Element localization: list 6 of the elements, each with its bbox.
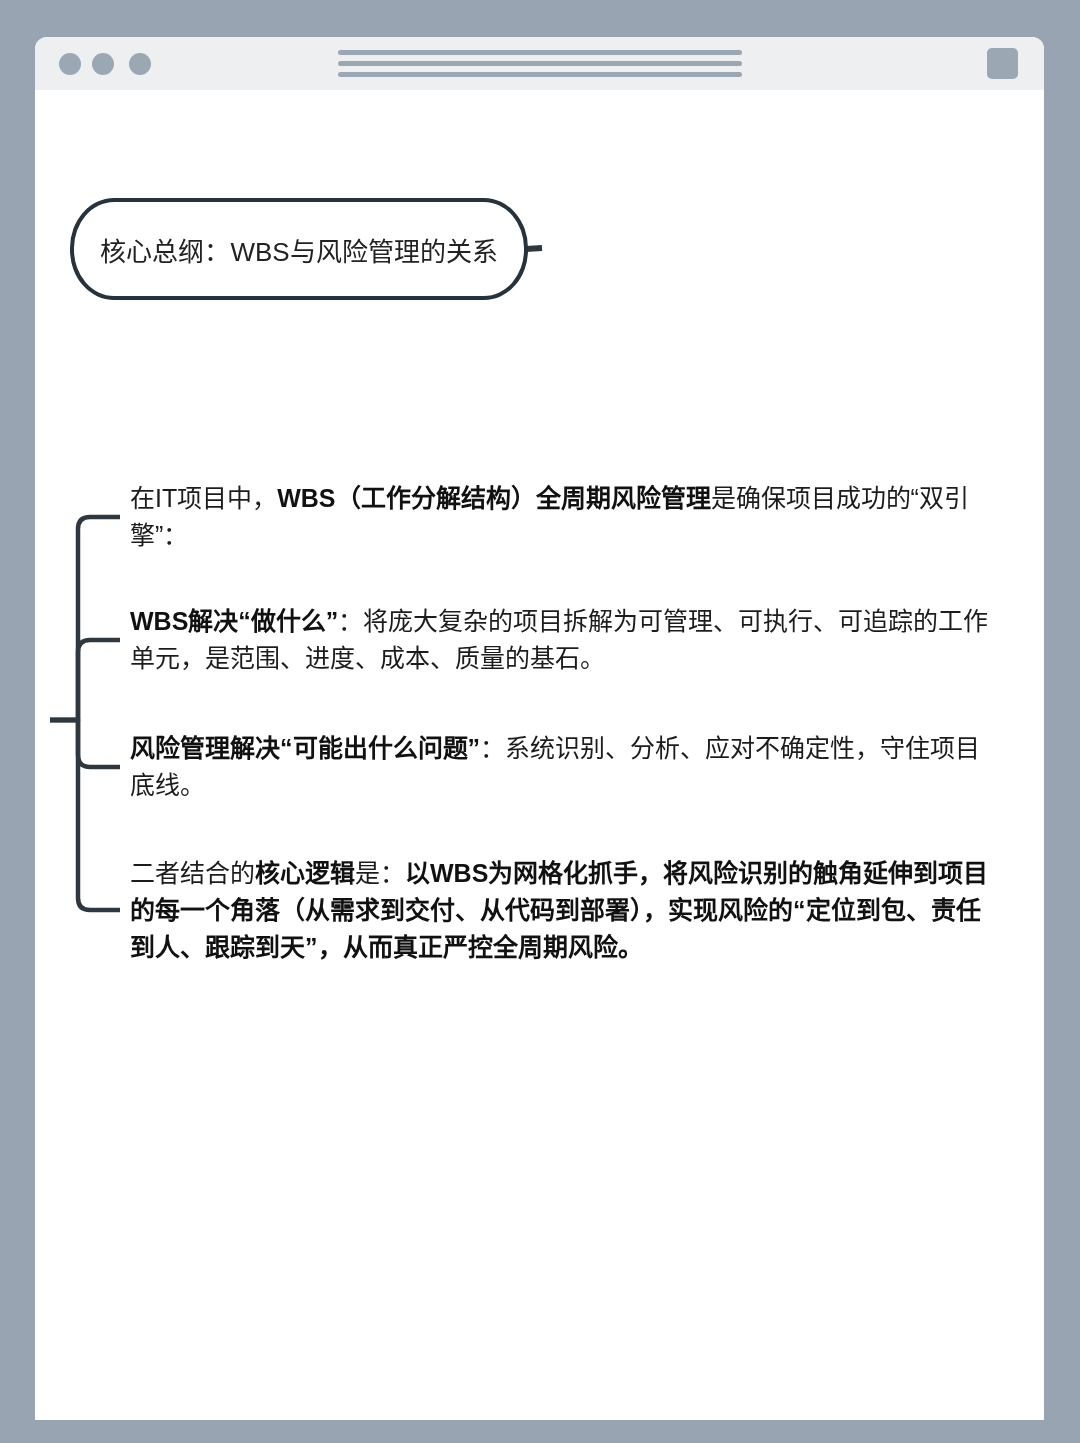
topic-text: WBS解决“做什么”：将庞大复杂的项目拆解为可管理、可执行、可追踪的工作单元，是范围、进度、成本、质量的基石。 bbox=[120, 603, 1000, 677]
title-box: 核心总纲：WBS与风险管理的关系 bbox=[70, 198, 528, 300]
brace-line bbox=[50, 717, 120, 913]
topic-text: 风险管理解决“可能出什么问题”：系统识别、分析、应对不确定性，守住项目底线。 bbox=[120, 730, 1000, 804]
topic-text: 在IT项目中，WBS（工作分解结构）全周期风险管理是确保项目成功的“双引擎”： bbox=[120, 480, 1000, 554]
topic-text: 二者结合的核心逻辑是：以WBS为网格化抓手，将风险识别的触角延伸到项目的每一个角落（从需求到交付、从代码到部署），实现风险的“定位到包、责任到人、跟踪到天”，从而真正严控全周期风险。 bbox=[120, 854, 1000, 966]
